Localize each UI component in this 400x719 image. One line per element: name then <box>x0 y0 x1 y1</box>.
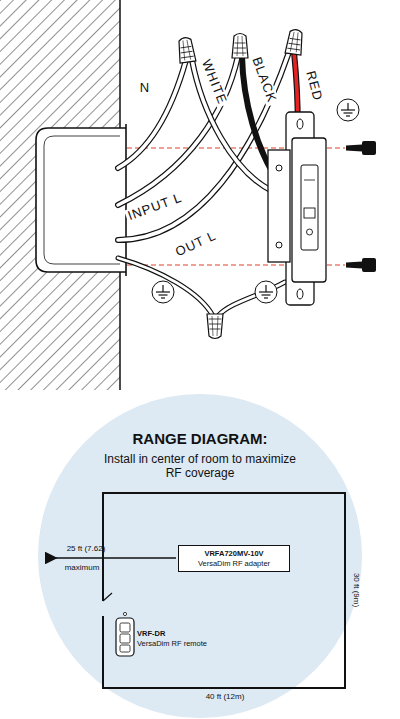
rf-remote-icon-part <box>116 618 134 656</box>
wires-part <box>218 282 285 316</box>
electrical-box-part <box>36 128 126 272</box>
dimmer-switch-part <box>304 208 315 218</box>
dimmer-switch-part <box>307 229 313 235</box>
dimmer-switch-part <box>276 242 282 248</box>
model-number: VRFA720MV-10V <box>184 549 284 558</box>
range-circle: RANGE DIAGRAM: Install in center of room … <box>38 394 362 718</box>
wires-part <box>118 52 289 240</box>
wire-label: INPUT L <box>124 190 186 224</box>
adapter-box: VRFA720MV-10VVersaDim RF adapter <box>178 545 290 572</box>
device-name: VersaDim RF remote <box>137 640 207 648</box>
dimmer-switch-part <box>297 119 303 129</box>
dimmer-switch-part <box>268 150 290 262</box>
wall-section-part <box>119 272 121 390</box>
wire-label: OUT L <box>172 228 221 261</box>
wire-nuts-part <box>207 314 223 339</box>
wires-part <box>118 258 213 316</box>
dimmer-switch <box>268 112 326 305</box>
dimmer-switch-part <box>301 165 318 250</box>
wire-label: RED <box>303 68 326 105</box>
dimmer-switch-part <box>276 165 282 171</box>
ground-symbols-part <box>255 281 277 303</box>
mounting-screws-part <box>346 258 376 272</box>
circle-ground <box>38 394 362 718</box>
ground-symbols-part <box>152 281 174 303</box>
rf-remote-icon-part <box>120 645 130 652</box>
range-arrow <box>56 558 176 559</box>
wires-part <box>218 282 285 316</box>
wire-label: N <box>138 81 152 95</box>
room-outline <box>103 493 345 688</box>
dimmer-switch-part <box>297 289 303 299</box>
dimension-note: maximum <box>65 564 100 573</box>
wires-part <box>118 258 213 316</box>
dimmer-switch-part <box>292 138 326 282</box>
range-arrow-part <box>56 557 176 559</box>
wire-nuts-part <box>177 37 196 63</box>
dimension-label: 40 ft (12m) <box>206 693 245 702</box>
rf-remote-icon-part <box>120 634 130 643</box>
room-outline-part <box>103 493 345 688</box>
dimmer-switch-part <box>304 180 315 181</box>
wires-part <box>118 60 186 168</box>
mounting-screws-part <box>346 141 376 155</box>
diagram-note: Install in center of room to maximize RF… <box>98 452 303 481</box>
dimension-label: 25 ft (7.62) <box>67 545 106 554</box>
model-number: VRF-DR <box>137 630 165 638</box>
wires <box>118 52 298 316</box>
room-outline-part <box>103 593 112 601</box>
wire-nuts-part <box>285 29 304 55</box>
electrical-box-part <box>44 136 120 264</box>
diagram-heading: RANGE DIAGRAM: <box>38 430 362 448</box>
rf-remote-icon-part <box>120 623 130 632</box>
device-name: VersaDim RF adapter <box>184 559 284 568</box>
wire-nuts <box>177 29 305 339</box>
wire-label: BLACK <box>248 53 279 106</box>
wire-nuts-part <box>232 34 248 59</box>
wires-part <box>118 60 186 168</box>
ground-symbols-part <box>337 99 359 121</box>
rf-remote-icon <box>116 612 134 656</box>
wire-label: WHITE <box>198 56 230 109</box>
dimension-label: 30 ft (9m) <box>352 573 361 607</box>
mounting-screws <box>346 141 376 272</box>
wires-part <box>118 52 289 240</box>
rf-remote-icon-part <box>123 612 126 615</box>
electrical-box <box>36 124 126 276</box>
wall-section-part <box>119 0 121 128</box>
